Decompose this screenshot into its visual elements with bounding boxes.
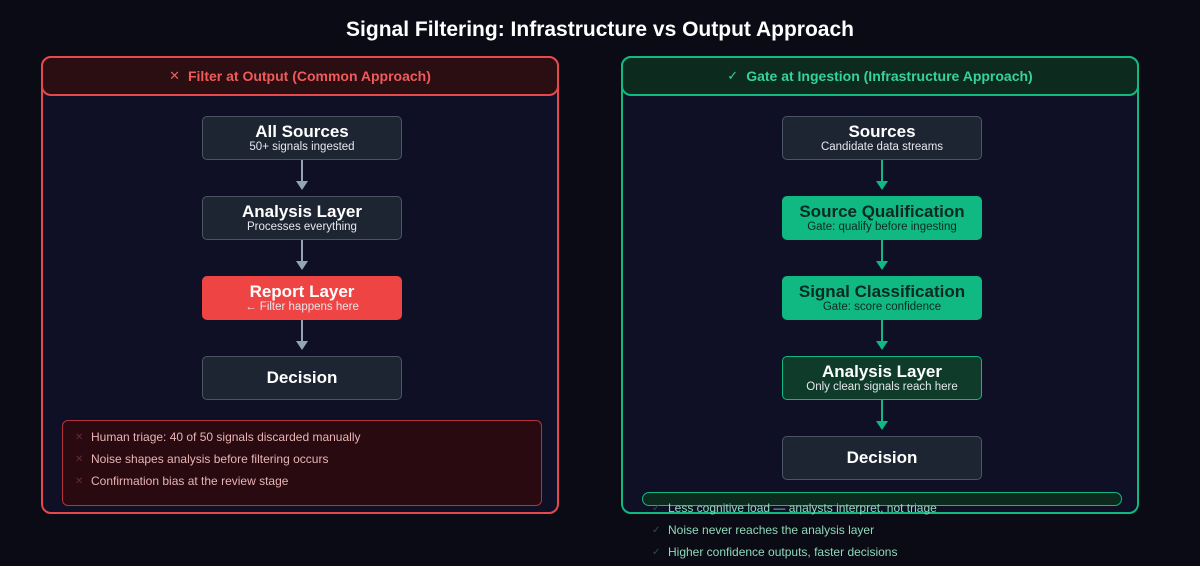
node-signal-classification: Signal Classification Gate: score confid… [782,276,982,320]
cross-icon: ✕ [75,476,84,487]
node-title: All Sources [255,121,349,141]
node-analysis-layer: Analysis Layer Processes everything [202,196,402,240]
flow-arrow [876,240,888,270]
node-subtitle: Candidate data streams [820,141,944,154]
flow-arrow [876,160,888,190]
node-title: Signal Classification [798,281,966,301]
output-filter-header: ✕ Filter at Output (Common Approach) [41,56,559,96]
flow-arrow [876,320,888,350]
note-text: Higher confidence outputs, faster decisi… [668,545,898,559]
flow-arrow [876,400,888,430]
node-title: Report Layer [249,281,355,301]
node-subtitle: 50+ signals ingested [249,141,355,154]
flow-arrow [296,320,308,350]
check-icon: ✓ [727,68,739,83]
output-filter-panel: ✕ Filter at Output (Common Approach) All… [41,56,559,514]
diagram-title: Signal Filtering: Infrastructure vs Outp… [346,18,854,41]
ingestion-gate-header: ✓ Gate at Ingestion (Infrastructure Appr… [621,56,1139,96]
ingestion-gate-header-label: Gate at Ingestion (Infrastructure Approa… [746,68,1033,84]
node-decision: Decision [782,436,982,480]
note-text: Human triage: 40 of 50 signals discarded… [91,430,361,444]
output-filter-header-label: Filter at Output (Common Approach) [187,68,431,84]
node-source-qualification: Source Qualification Gate: qualify befor… [782,196,982,240]
ingestion-gate-notes-box [642,492,1122,506]
node-subtitle: ← Filter happens here [245,301,359,314]
node-all-sources: All Sources 50+ signals ingested [202,116,402,160]
node-analysis-layer: Analysis Layer Only clean signals reach … [782,356,982,400]
output-filter-notes: ✕ Human triage: 40 of 50 signals discard… [62,420,542,506]
node-title: Source Qualification [799,201,965,221]
note-text: Confirmation bias at the review stage [91,474,289,488]
check-icon: ✓ [652,503,661,514]
list-item: ✓ Noise never reaches the analysis layer [652,522,937,544]
node-title: Analysis Layer [821,361,942,381]
list-item: ✕ Noise shapes analysis before filtering… [75,451,529,473]
ingestion-gate-notes: ✓ Less cognitive load — analysts interpr… [652,500,937,566]
list-item: ✓ Higher confidence outputs, faster deci… [652,544,937,566]
node-subtitle: Processes everything [247,221,357,234]
list-item: ✓ Less cognitive load — analysts interpr… [652,500,937,522]
ingestion-gate-panel: ✓ Gate at Ingestion (Infrastructure Appr… [621,56,1139,514]
node-report-layer: Report Layer ← Filter happens here [202,276,402,320]
flow-arrow [296,240,308,270]
flow-arrow [296,160,308,190]
node-title: Decision [266,368,338,388]
node-title: Sources [848,121,916,141]
note-text: Noise shapes analysis before filtering o… [91,452,329,466]
cross-icon: ✕ [75,432,84,443]
cross-icon: ✕ [169,68,180,83]
node-subtitle: Only clean signals reach here [806,381,958,394]
cross-icon: ✕ [75,454,84,465]
list-item: ✕ Human triage: 40 of 50 signals discard… [75,429,529,451]
note-text: Less cognitive load — analysts interpret… [668,501,937,515]
node-title: Decision [846,448,918,468]
check-icon: ✓ [652,547,661,558]
node-sources: Sources Candidate data streams [782,116,982,160]
node-title: Analysis Layer [241,201,362,221]
node-subtitle: Gate: qualify before ingesting [807,221,957,234]
node-subtitle: Gate: score confidence [822,301,942,314]
list-item: ✕ Confirmation bias at the review stage [75,473,529,495]
check-icon: ✓ [652,525,661,536]
note-text: Noise never reaches the analysis layer [668,523,875,537]
node-decision: Decision [202,356,402,400]
